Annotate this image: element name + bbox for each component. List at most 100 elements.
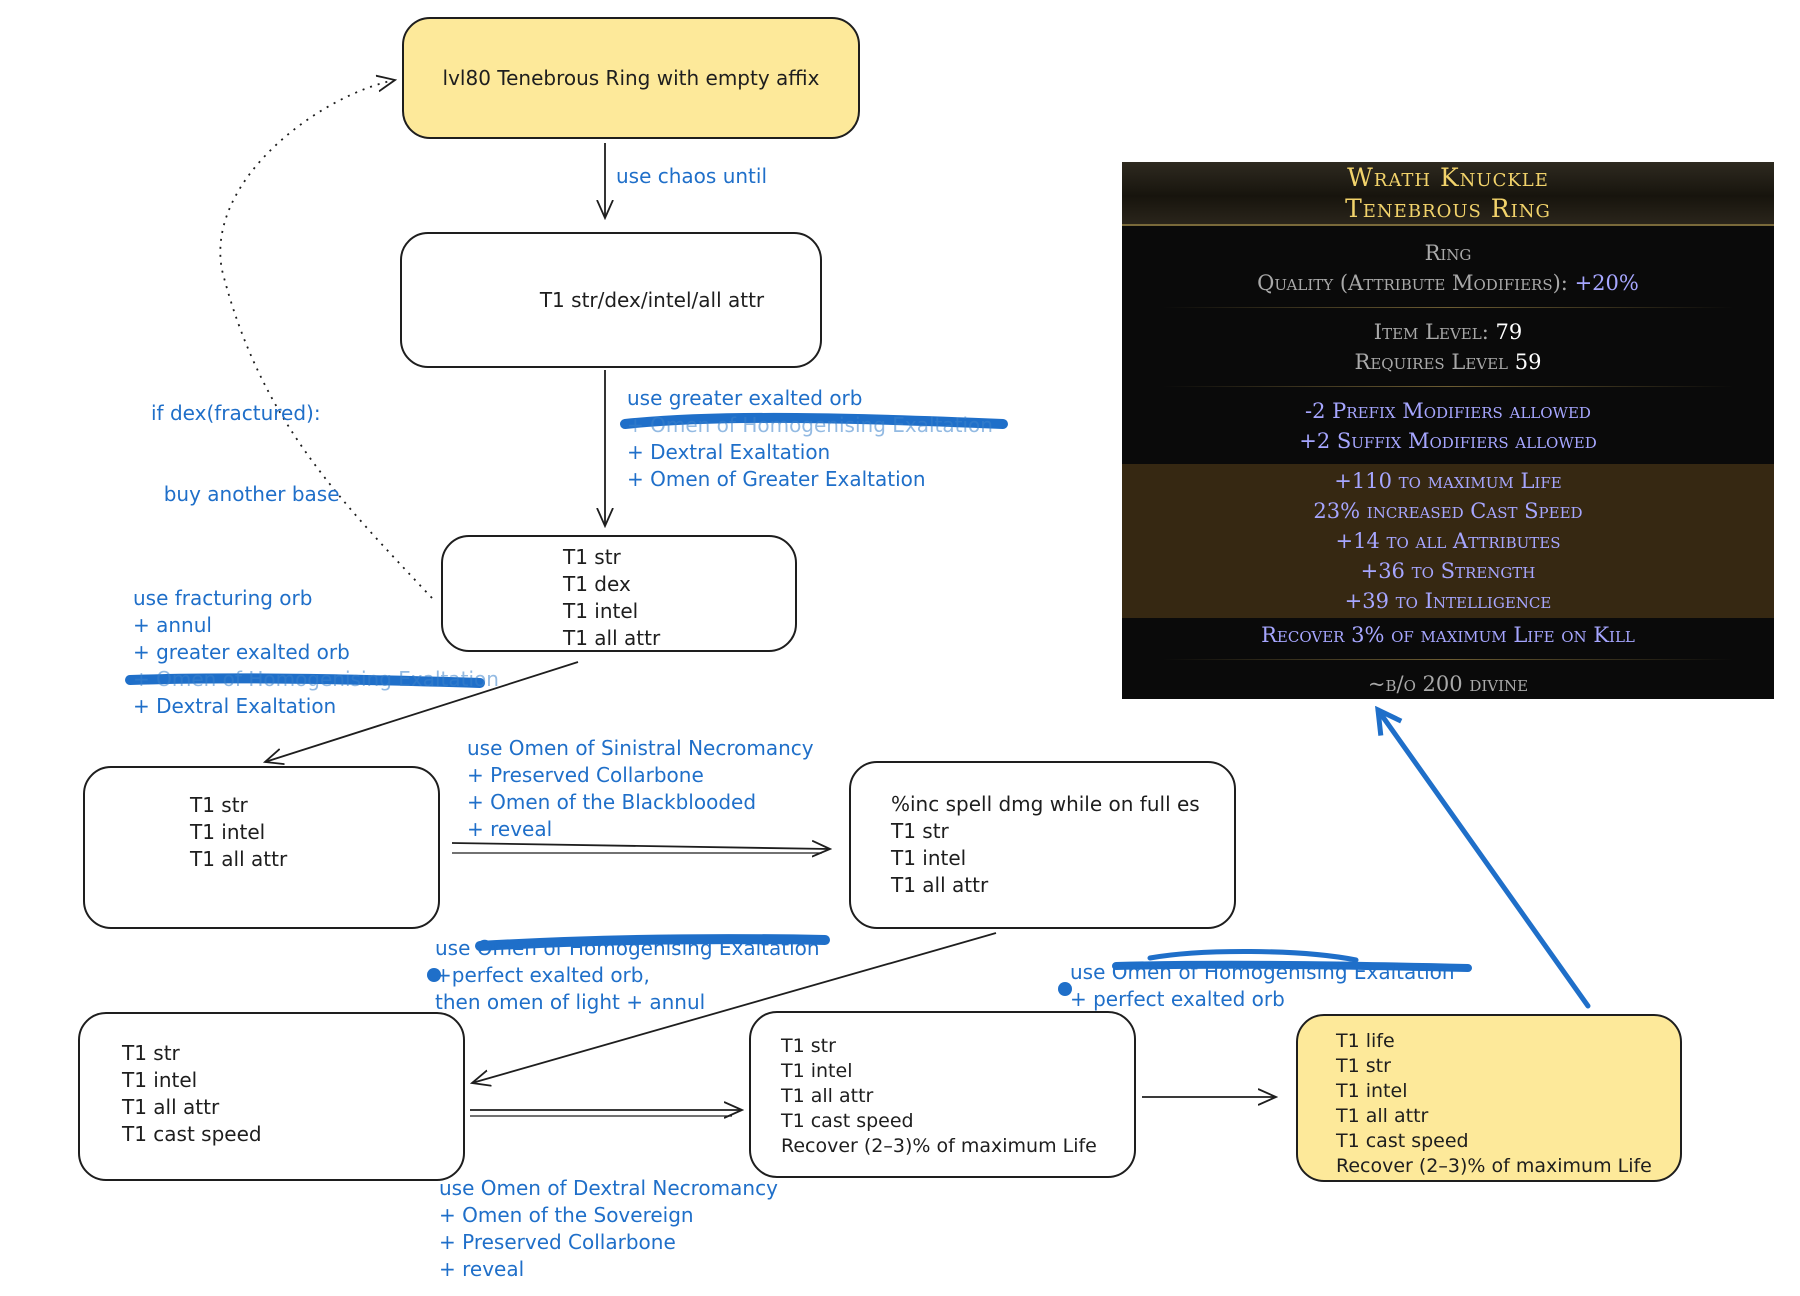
note-greater-exalt-line: + Omen of Greater Exaltation: [627, 467, 926, 491]
node-final-line: T1 str: [1336, 1055, 1391, 1077]
note-chaos-line: use chaos until: [616, 164, 768, 188]
node-step2-line: T1 all attr: [563, 626, 661, 650]
arrow-step3-to-step4: [451, 843, 830, 849]
note-sinistral: use Omen of Sinistral Necromancy + Prese…: [467, 735, 814, 843]
item-implicit: +2 Suffix Modifiers allowed: [1299, 429, 1597, 453]
node-step4-line: T1 intel: [891, 846, 967, 870]
item-name-line2: Tenebrous Ring: [1345, 194, 1551, 223]
note-dextral-necro-line: + Preserved Collarbone: [439, 1230, 676, 1254]
node-step4[interactable]: %inc spell dmg while on full es T1 str T…: [849, 761, 1236, 929]
node-step2-line: T1 dex: [563, 572, 631, 596]
node-final-line: T1 all attr: [1336, 1105, 1429, 1127]
scribble-dot-perfect-light: [427, 968, 441, 982]
item-implicit: -2 Prefix Modifiers allowed: [1305, 399, 1591, 423]
arrow-step4-to-step5: [472, 932, 997, 1083]
node-step4-line: T1 all attr: [891, 873, 989, 897]
node-step3[interactable]: T1 str T1 intel T1 all attr: [83, 766, 440, 929]
note-dex-fractured-line: if dex(fractured):: [151, 401, 321, 425]
node-step6-line: T1 str: [781, 1035, 836, 1057]
item-extra-mod: Recover 3% of maximum Life on Kill: [1261, 623, 1635, 647]
scribble-dot-perfect-final: [1058, 982, 1072, 996]
node-step6-line: T1 cast speed: [781, 1110, 914, 1132]
scribble-strike-perfect-final-2: [1147, 948, 1359, 963]
note-sinistral-line: + Omen of the Blackblooded: [467, 790, 757, 814]
scribble-strike-fracture: [125, 673, 485, 688]
item-implicits: -2 Prefix Modifiers allowed +2 Suffix Mo…: [1122, 396, 1774, 464]
item-explicit-mods: +110 to maximum Life 23% increased Cast …: [1122, 464, 1774, 618]
node-step2-line: T1 intel: [563, 599, 639, 623]
note-dextral-necro: use Omen of Dextral Necromancy + Omen of…: [439, 1175, 778, 1283]
node-start-line: lvl80 Tenebrous Ring with empty affix: [442, 65, 820, 90]
item-mod: +110 to maximum Life: [1334, 469, 1562, 493]
note-greater-exalt-line: + Dextral Exaltation: [627, 440, 831, 464]
note-dextral-necro-line: + reveal: [439, 1257, 525, 1281]
note-perfect-light-line: then omen of light + annul: [435, 990, 706, 1014]
node-final-line: Recover (2–3)% of maximum Life: [1336, 1155, 1652, 1177]
node-step5-line: T1 str: [122, 1041, 180, 1065]
note-perfect-light: use Omen of Homogenising Exaltation +per…: [435, 935, 820, 1016]
note-sinistral-line: use Omen of Sinistral Necromancy: [467, 736, 814, 760]
note-dex-fractured-line: buy another base: [151, 482, 340, 506]
node-step6-line: Recover (2–3)% of maximum Life: [781, 1135, 1097, 1157]
scribble-strike-perfect-final-1: [1112, 960, 1472, 972]
node-final[interactable]: T1 life T1 str T1 intel T1 all attr T1 c…: [1296, 1014, 1682, 1182]
note-sinistral-line: + Preserved Collarbone: [467, 763, 704, 787]
item-level-row: Item Level: 79: [1122, 317, 1774, 347]
item-header: Wrath Knuckle Tenebrous Ring: [1122, 162, 1774, 226]
scribble-strike-greater-exalt: [620, 412, 1008, 429]
node-step2-line: T1 str: [563, 545, 621, 569]
note-perfect-light-line: +perfect exalted orb,: [435, 963, 650, 987]
node-step5-line: T1 all attr: [122, 1095, 220, 1119]
item-level-value: 79: [1495, 320, 1523, 344]
note-perfect-final-line: + perfect exalted orb: [1070, 987, 1285, 1011]
node-step5-line: T1 cast speed: [122, 1122, 262, 1146]
note-perfect-final-line: use Omen of Homogenising Exaltation: [1070, 960, 1455, 984]
item-requires-row: Requires Level 59: [1122, 347, 1774, 377]
item-quality-row: Quality (Attribute Modifiers): +20%: [1122, 268, 1774, 298]
note-dex-fractured: if dex(fractured): buy another base: [151, 346, 340, 535]
item-price: ~b/o 200 divine: [1367, 672, 1529, 696]
node-final-line: T1 cast speed: [1336, 1130, 1469, 1152]
note-fracture-line: + Dextral Exaltation: [133, 694, 337, 718]
node-step3-line: T1 intel: [190, 820, 266, 844]
item-quality-label: Quality (Attribute Modifiers):: [1257, 271, 1568, 295]
item-separator: [1162, 659, 1734, 660]
item-separator: [1162, 307, 1734, 308]
node-step3-line: T1 str: [190, 793, 248, 817]
note-fracture-line: + greater exalted orb: [133, 640, 350, 664]
item-separator: [1162, 386, 1734, 387]
node-step3-line: T1 all attr: [190, 847, 288, 871]
node-step6-line: T1 intel: [781, 1060, 853, 1082]
note-greater-exalt-line: use greater exalted orb: [627, 386, 863, 410]
node-step4-line: T1 str: [891, 819, 949, 843]
note-perfect-final: use Omen of Homogenising Exaltation + pe…: [1070, 959, 1455, 1013]
item-tooltip-card: Wrath Knuckle Tenebrous Ring Ring Qualit…: [1122, 162, 1774, 699]
scribble-strike-perfect-light: [475, 934, 830, 951]
note-sinistral-line: + reveal: [467, 817, 553, 841]
node-step5-line: T1 intel: [122, 1068, 198, 1092]
node-final-line: T1 intel: [1336, 1080, 1408, 1102]
item-mod: 23% increased Cast Speed: [1313, 499, 1583, 523]
node-step6[interactable]: T1 str T1 intel T1 all attr T1 cast spee…: [749, 1011, 1136, 1178]
node-step2[interactable]: T1 str T1 dex T1 intel T1 all attr: [441, 535, 797, 652]
note-fracture-line-struck: + Omen of Homogenising Exaltation: [133, 667, 499, 691]
item-requires-value: 59: [1514, 350, 1542, 374]
arrow-step2-to-start-dotted: [219, 80, 433, 599]
note-fracture-line: use fracturing orb: [133, 586, 313, 610]
node-step6-line: T1 all attr: [781, 1085, 874, 1107]
arrow-final-to-item-card: [1378, 710, 1591, 1009]
item-mod: +36 to Strength: [1360, 559, 1536, 583]
note-chaos: use chaos until: [616, 163, 767, 190]
arrow-step2-to-step3: [265, 661, 579, 762]
item-properties: Ring Quality (Attribute Modifiers): +20%: [1122, 226, 1774, 298]
item-level-label: Item Level:: [1373, 320, 1489, 344]
note-dextral-necro-line: use Omen of Dextral Necromancy: [439, 1176, 778, 1200]
node-step4-line: %inc spell dmg while on full es: [891, 792, 1200, 816]
node-start[interactable]: lvl80 Tenebrous Ring with empty affix: [402, 17, 860, 139]
item-requires-label: Requires Level: [1354, 350, 1509, 374]
note-dextral-necro-line: + Omen of the Sovereign: [439, 1203, 694, 1227]
node-step5[interactable]: T1 str T1 intel T1 all attr T1 cast spee…: [78, 1012, 465, 1181]
node-final-line: T1 life: [1336, 1030, 1395, 1052]
node-step1[interactable]: T1 str/dex/intel/all attr: [400, 232, 822, 368]
